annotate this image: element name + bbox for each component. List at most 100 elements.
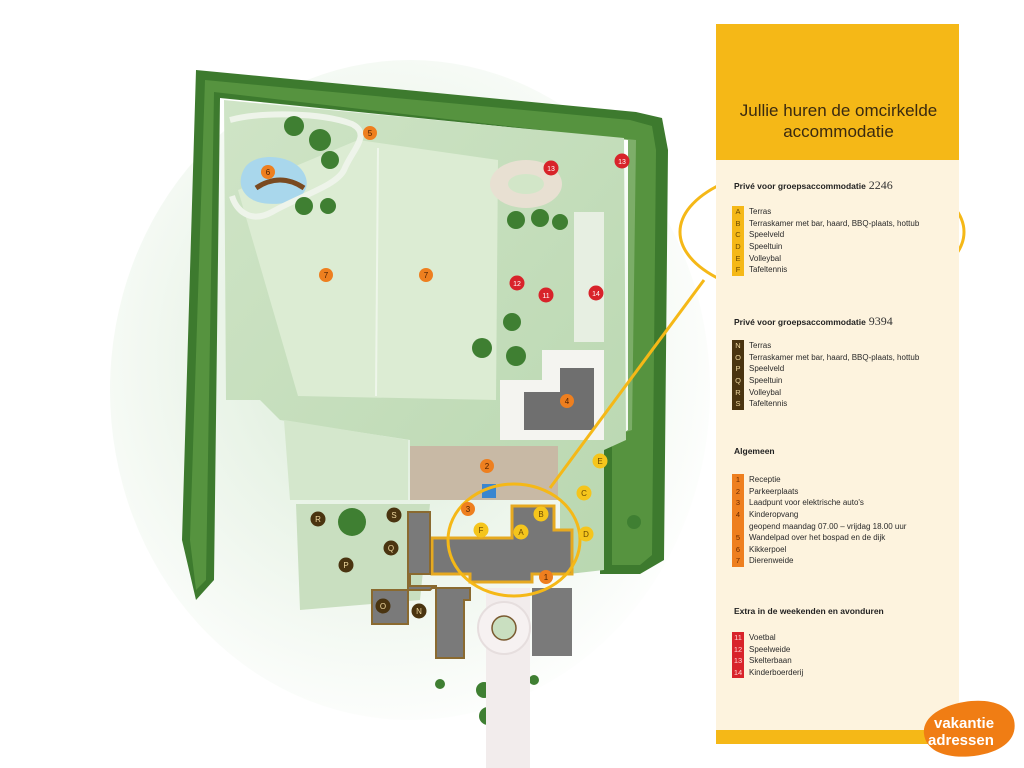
brown-marker: N (411, 603, 427, 619)
legend-label: Dierenweide (749, 556, 794, 566)
legend-key-chip: 14 (732, 666, 744, 679)
marker-dot (419, 268, 433, 282)
legend-label: Kinderboerderij (749, 668, 804, 678)
legend-key-chip: 4 (732, 508, 744, 521)
legend-label: Speelveld (749, 230, 785, 240)
legend-row: O Terraskamer met bar, haard, BBQ-plaats,… (732, 351, 920, 364)
marker-label: Q (388, 544, 394, 553)
legend-label: Voetbal (749, 633, 776, 643)
marker-label: 5 (368, 129, 373, 138)
group2-heading-text: Privé voor groepsaccommodatie (734, 317, 866, 327)
group1-heading-text: Privé voor groepsaccommodatie (734, 181, 866, 191)
legend-title: Jullie huren de omcirkelde accommodatie (726, 100, 951, 142)
legend-key-chip: 7 (732, 555, 744, 567)
lower-field (284, 420, 408, 500)
legend-label: Speeltuin (749, 376, 783, 386)
marker-dot (363, 126, 377, 140)
marker-label: 4 (565, 397, 570, 406)
kart-track-inner (508, 174, 544, 194)
marker-label: F (479, 526, 484, 535)
legend-label: Speeltuin (749, 242, 783, 252)
legend-label: Kikkerpoel (749, 544, 787, 554)
marker-label: 2 (485, 462, 490, 471)
marker-dot (560, 394, 574, 408)
marker-dot (614, 153, 630, 169)
playground-area (574, 212, 604, 342)
legend-label: Receptie (749, 475, 781, 485)
legend-row: 11 Voetbal (732, 632, 803, 644)
orange-marker: 6 (261, 165, 275, 179)
marker-dot (473, 522, 489, 538)
pasture-fence (375, 147, 379, 397)
marker-label: C (581, 489, 587, 498)
legend-row: geopend maandag 07.00 – vrijdag 18.00 uu… (732, 520, 906, 532)
legend-title-line1: Jullie huren de omcirkelde (739, 101, 938, 120)
legend-row: 1 Receptie (732, 474, 906, 486)
marker-dot (338, 557, 354, 573)
marker-dot (513, 524, 529, 540)
brown-marker: R (310, 511, 326, 527)
marker-label: S (391, 511, 396, 520)
marker-label: 13 (547, 166, 555, 173)
legend-label: Terraskamer met bar, haard, BBQ-plaats, … (749, 218, 920, 228)
legend-row: 7 Dierenweide (732, 555, 906, 567)
legend-label: geopend maandag 07.00 – vrijdag 18.00 uu… (749, 521, 907, 531)
walking-path (229, 111, 364, 220)
legend-key-chip: 5 (732, 531, 744, 544)
marker-dot (588, 285, 604, 301)
marker-dot (578, 526, 594, 542)
legend-key-chip: 1 (732, 474, 744, 486)
marker-label: 6 (266, 168, 271, 177)
yellow-marker: D (578, 526, 594, 542)
yellow-marker: B (533, 506, 549, 522)
marker-dot (538, 287, 554, 303)
marker-label: B (538, 510, 543, 519)
legend-label: Parkeerplaats (749, 486, 799, 496)
orange-marker: 4 (560, 394, 574, 408)
marker-label: E (597, 457, 602, 466)
extra-heading: Extra in de weekenden en avonduren (734, 606, 884, 616)
yellow-marker: F (473, 522, 489, 538)
legend-footer (716, 730, 959, 744)
legend-key-chip: 11 (732, 632, 744, 644)
marker-label: 3 (466, 505, 471, 514)
hedge-inner (190, 80, 656, 590)
legend-key-chip: O (732, 351, 744, 364)
marker-label: D (583, 530, 589, 539)
legend-key-chip: Q (732, 374, 744, 387)
legend-key-chip: S (732, 397, 744, 410)
marker-label: 7 (324, 271, 329, 280)
marker-label: 11 (542, 293, 549, 300)
marker-dot (310, 511, 326, 527)
legend-panel: Jullie huren de omcirkelde accommodatie … (716, 24, 959, 744)
red-marker: 11 (538, 287, 554, 303)
orange-marker: 3 (461, 502, 475, 516)
red-marker: 13 (614, 153, 630, 169)
marker-dot (543, 160, 559, 176)
vakantie-adressen-logo: vakantie adressen (923, 700, 1015, 757)
marker-label: O (380, 602, 386, 611)
red-marker: 13 (543, 160, 559, 176)
legend-label: Terraskamer met bar, haard, BBQ-plaats, … (749, 352, 920, 362)
legend-label: Tafeltennis (749, 399, 788, 409)
logo-line1: vakantie (934, 715, 994, 732)
marker-label: P (343, 561, 348, 570)
yellow-marker: C (576, 485, 592, 501)
general-heading: Algemeen (734, 446, 775, 456)
marker-dot (461, 502, 475, 516)
brown-marker: Q (383, 540, 399, 556)
